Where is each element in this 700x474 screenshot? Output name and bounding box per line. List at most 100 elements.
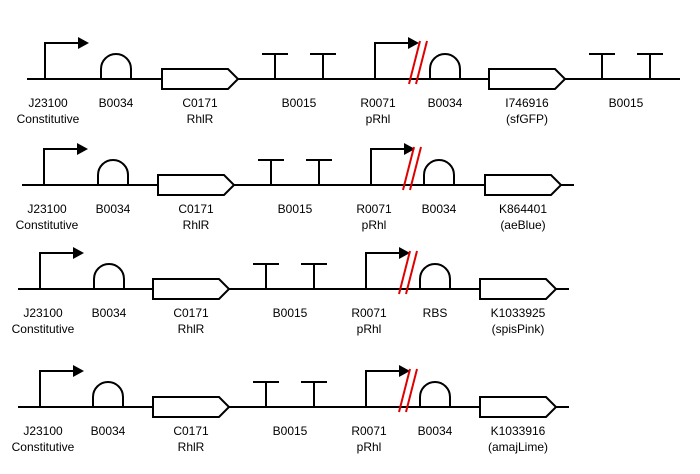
- terminator-label: B0015: [273, 424, 308, 438]
- terminator-1: [262, 53, 288, 79]
- part-rbs: B0034: [92, 263, 127, 320]
- promoter-label: pRhl: [366, 112, 391, 126]
- cds-arrow: [152, 278, 231, 300]
- rbs-shape: [92, 381, 124, 407]
- promoter-line: [39, 252, 75, 289]
- promoter-line: [365, 370, 401, 407]
- terminator-label: B0015: [278, 202, 313, 216]
- promoter-line: [370, 148, 406, 185]
- part-break: [402, 146, 422, 191]
- part-rbs: B0034: [91, 381, 126, 438]
- terminator-1: [589, 53, 615, 79]
- part-terminator: B0015: [253, 263, 327, 320]
- rbs-label: RBS: [423, 306, 448, 320]
- part-terminator: B0015: [262, 53, 336, 110]
- part-promoter: R0071 pRhl: [356, 143, 415, 232]
- break-mark-1: [408, 40, 421, 85]
- cds-label: I746916: [505, 96, 549, 110]
- terminator-2: [637, 53, 663, 79]
- rbs-label: B0034: [422, 202, 457, 216]
- part-rbs: RBS: [419, 263, 451, 320]
- cds-label: K864401: [499, 202, 547, 216]
- rbs-shape: [419, 263, 451, 289]
- cds-arrow: [479, 396, 558, 418]
- promoter-arrowhead: [408, 37, 419, 49]
- rbs-label: B0034: [418, 424, 453, 438]
- promoter-line: [365, 252, 401, 289]
- part-cds: K1033925 (spisPink): [479, 278, 558, 336]
- cds-arrow: [479, 278, 558, 300]
- part-promoter: R0071 pRhl: [351, 365, 410, 454]
- cds-label: (sfGFP): [506, 112, 548, 126]
- part-terminator: B0015: [253, 381, 327, 438]
- break-mark-2: [405, 368, 418, 413]
- cds-label: C0171: [182, 96, 218, 110]
- promoter-arrowhead: [73, 247, 84, 259]
- cds-label: RhlR: [178, 440, 205, 454]
- promoter-line: [374, 42, 410, 79]
- promoter-arrowhead: [399, 247, 410, 259]
- promoter-label: pRhl: [357, 440, 382, 454]
- promoter-label: J23100: [27, 202, 67, 216]
- promoter-label: J23100: [23, 424, 63, 438]
- promoter-label: pRhl: [362, 218, 387, 232]
- promoter-label: J23100: [28, 96, 68, 110]
- rbs-label: B0034: [92, 306, 127, 320]
- cds-label: RhlR: [187, 112, 214, 126]
- cds-label: C0171: [173, 424, 209, 438]
- promoter-label: R0071: [356, 202, 392, 216]
- cds-label: (amajLime): [488, 440, 548, 454]
- cds-arrow: [152, 396, 231, 418]
- rbs-shape: [93, 263, 125, 289]
- promoter-arrowhead: [404, 143, 415, 155]
- cds-label: K1033925: [491, 306, 546, 320]
- break-mark-1: [402, 146, 415, 191]
- rbs-label: B0034: [91, 424, 126, 438]
- cds-label: (aeBlue): [500, 218, 545, 232]
- part-break: [398, 250, 418, 295]
- cds-arrow: [484, 174, 563, 196]
- break-mark-2: [405, 250, 418, 295]
- cds-label: (spisPink): [492, 322, 545, 336]
- promoter-label: R0071: [351, 424, 387, 438]
- part-rbs: B0034: [418, 381, 453, 438]
- break-mark-2: [415, 40, 428, 85]
- part-cds: K1033916(amajLime): [479, 396, 558, 454]
- terminator-2: [310, 53, 336, 79]
- promoter-line: [43, 148, 79, 185]
- promoter-label: Constitutive: [12, 322, 75, 336]
- rbs-shape: [429, 53, 461, 79]
- part-rbs: B0034: [422, 159, 457, 216]
- terminator-1: [253, 263, 279, 289]
- cds-arrow: [161, 68, 240, 90]
- cds-arrow: [488, 68, 567, 90]
- cds-arrow: [157, 174, 236, 196]
- terminator-2: [301, 263, 327, 289]
- part-cds: I746916 (sfGFP): [488, 68, 567, 126]
- terminator-2: [306, 159, 332, 185]
- promoter-arrowhead: [73, 365, 84, 377]
- part-rbs: B0034: [96, 159, 131, 216]
- terminator-label: B0015: [609, 96, 644, 110]
- part-rbs: B0034: [99, 53, 134, 110]
- break-mark-1: [398, 250, 411, 295]
- cds-label: C0171: [178, 202, 214, 216]
- cds-label: C0171: [173, 306, 209, 320]
- promoter-label: Constitutive: [16, 218, 79, 232]
- promoter-label: J23100: [23, 306, 63, 320]
- rbs-shape: [100, 53, 132, 79]
- break-mark-2: [409, 146, 422, 191]
